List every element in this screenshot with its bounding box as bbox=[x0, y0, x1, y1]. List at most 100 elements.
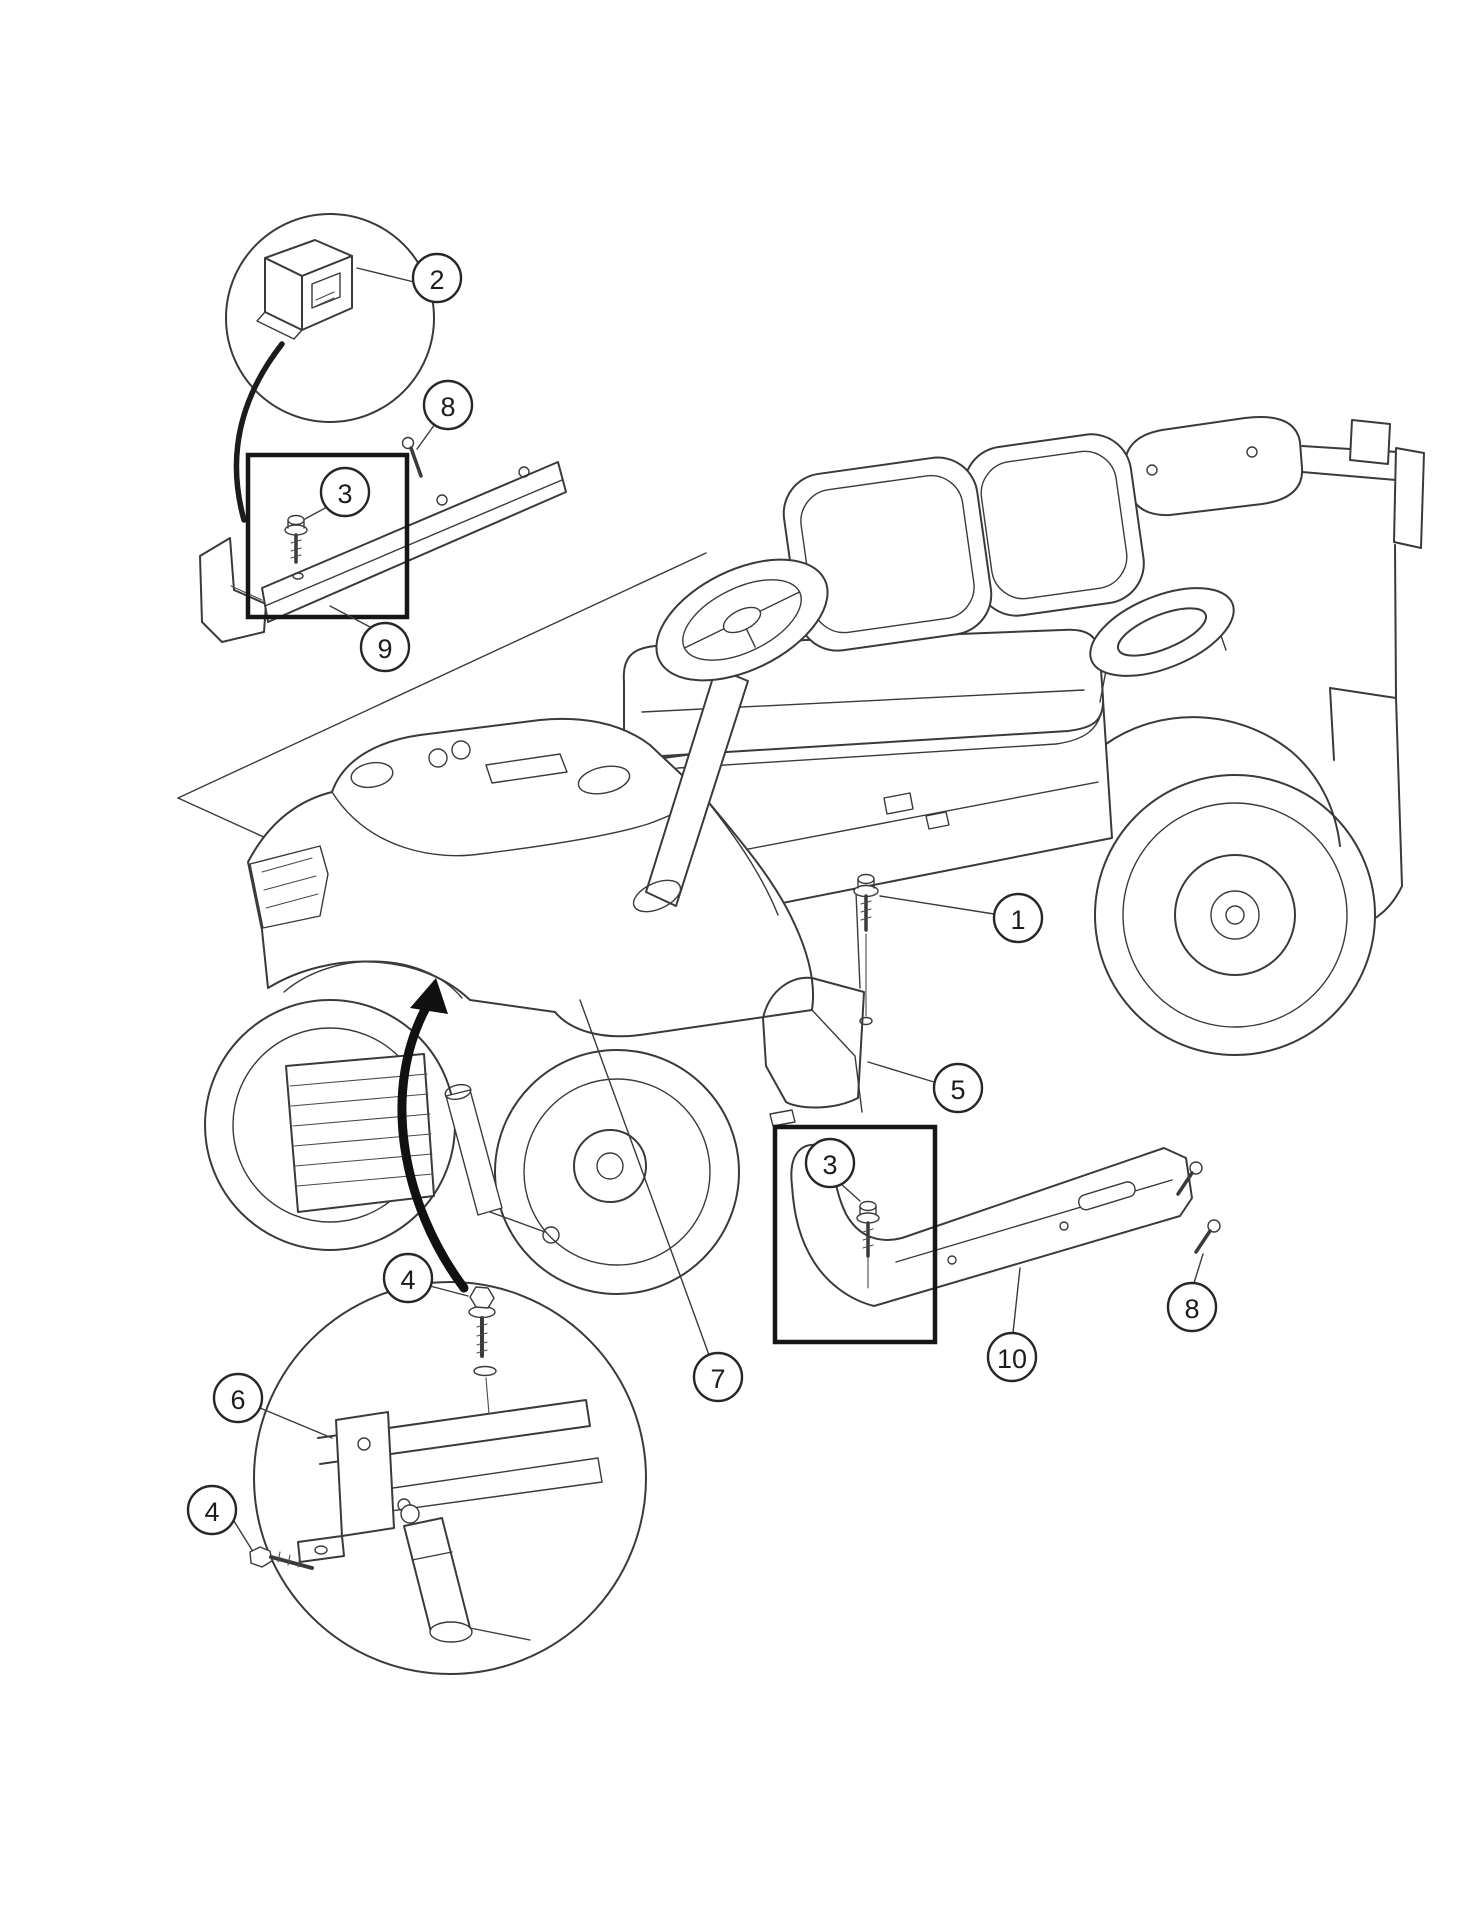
direction-arrow bbox=[397, 978, 469, 1293]
callout-2-badge bbox=[411, 252, 463, 304]
callout-5: 5 bbox=[867, 1061, 984, 1114]
callout-4-top: 4 bbox=[382, 1252, 469, 1304]
cup-holder bbox=[350, 761, 394, 789]
rocker-end-cap bbox=[199, 537, 267, 643]
detail-circle bbox=[253, 1281, 647, 1675]
callout-9: 9 bbox=[329, 605, 411, 673]
callouts: 2 8 3 9 1 5 3 bbox=[186, 252, 1218, 1551]
cup-holder bbox=[577, 765, 631, 795]
rear-guard bbox=[1123, 416, 1425, 549]
bolt-4-bottom bbox=[249, 1546, 314, 1570]
bolt-shank bbox=[269, 1555, 314, 1570]
callout-3-right: 3 bbox=[804, 1137, 861, 1202]
dash-front-edge bbox=[331, 791, 701, 857]
callout-2-label: 2 bbox=[429, 265, 444, 295]
headlight-pocket bbox=[249, 845, 329, 929]
steering-assembly bbox=[632, 558, 829, 913]
arrowhead-icon bbox=[410, 978, 448, 1014]
golf-ball-icon bbox=[428, 748, 448, 768]
callout-8-right-badge bbox=[1166, 1281, 1218, 1333]
callout-7: 7 bbox=[579, 999, 744, 1403]
hex-bolt-head bbox=[469, 1286, 495, 1309]
floorboard-sill bbox=[811, 1009, 863, 1113]
panel-screw-icon bbox=[436, 494, 448, 506]
bracket-hole bbox=[357, 1437, 371, 1451]
callout-7-badge bbox=[692, 1351, 744, 1403]
retainer-location-line bbox=[233, 341, 285, 523]
screw-hole bbox=[1059, 1221, 1069, 1231]
callout-4-top-label: 4 bbox=[400, 1265, 415, 1295]
shock-absorber bbox=[445, 1089, 503, 1216]
callout-6-label: 6 bbox=[230, 1385, 245, 1415]
callout-1: 1 bbox=[879, 892, 1044, 944]
screw-head bbox=[857, 873, 875, 885]
suspension-detail-circle bbox=[249, 1281, 647, 1675]
callout-6: 6 bbox=[212, 1372, 333, 1439]
callout-3-left-badge bbox=[319, 466, 371, 518]
panel-clip bbox=[769, 1109, 796, 1127]
brand-badge bbox=[1078, 1181, 1136, 1211]
detail-box-right bbox=[772, 1124, 938, 1345]
callout-8-right: 8 bbox=[1166, 1253, 1218, 1333]
callout-10: 10 bbox=[986, 1267, 1038, 1383]
panel-screw-icon bbox=[518, 466, 530, 478]
callout-2: 2 bbox=[356, 252, 463, 304]
clip-detail-circle bbox=[225, 213, 435, 523]
column-base bbox=[632, 879, 682, 913]
callout-8-top-label: 8 bbox=[440, 392, 455, 422]
rocker-panel-10-group bbox=[772, 1124, 1221, 1345]
callout-1-label: 1 bbox=[1010, 905, 1025, 935]
dash-tray-slot bbox=[485, 753, 568, 784]
callout-9-badge bbox=[359, 621, 411, 673]
callout-4-bottom-label: 4 bbox=[204, 1497, 219, 1527]
callout-10-label: 10 bbox=[997, 1344, 1027, 1374]
screw-3-right bbox=[856, 1200, 880, 1289]
callout-3-left: 3 bbox=[304, 466, 371, 520]
rocker-panel-9 bbox=[261, 461, 567, 623]
steering-column bbox=[645, 667, 749, 907]
shock-absorber-detail bbox=[400, 1504, 531, 1643]
screw-hole bbox=[947, 1255, 957, 1265]
screw-hole bbox=[292, 572, 304, 580]
callout-3-right-badge bbox=[804, 1137, 856, 1189]
callout-7-label: 7 bbox=[710, 1364, 725, 1394]
callout-8-top-badge bbox=[422, 379, 474, 431]
dash-tray bbox=[350, 740, 631, 795]
callout-3-left-label: 3 bbox=[337, 479, 352, 509]
steering-wheel bbox=[655, 558, 829, 682]
retainer-clip-2 bbox=[256, 239, 353, 340]
callout-4-bottom-badge bbox=[186, 1484, 238, 1536]
guard-bolt-icon bbox=[1246, 446, 1258, 458]
hip-restraint bbox=[1089, 587, 1235, 703]
bracket-hole bbox=[314, 1545, 328, 1555]
washer bbox=[473, 1365, 497, 1377]
callout-5-label: 5 bbox=[950, 1075, 965, 1105]
callout-4-top-badge bbox=[382, 1252, 434, 1304]
callout-3-right-label: 3 bbox=[822, 1150, 837, 1180]
bolt-4-top bbox=[468, 1286, 497, 1415]
callout-9-label: 9 bbox=[377, 634, 392, 664]
screws-8-right bbox=[1176, 1161, 1221, 1254]
screw-hole bbox=[859, 1016, 873, 1026]
front-cowl bbox=[247, 717, 815, 1038]
push-pin-8 bbox=[401, 436, 423, 478]
callout-4-bottom: 4 bbox=[186, 1484, 253, 1551]
callout-6-badge bbox=[212, 1372, 264, 1424]
cowl-side-crease bbox=[699, 791, 779, 916]
golf-ball-icon bbox=[451, 740, 471, 760]
callout-10-badge bbox=[986, 1331, 1038, 1383]
rear-body-corner bbox=[1329, 544, 1403, 929]
detail-box-left bbox=[245, 452, 410, 620]
seat-back-cushions bbox=[782, 433, 1145, 652]
screw-1 bbox=[853, 873, 879, 1026]
callout-5-badge bbox=[932, 1062, 984, 1114]
front-wheel-right bbox=[494, 1049, 740, 1295]
guard-bolt-icon bbox=[1146, 464, 1158, 476]
detail-circle bbox=[225, 213, 435, 423]
callout-8-right-label: 8 bbox=[1184, 1294, 1199, 1324]
callout-1-badge bbox=[992, 892, 1044, 944]
bracket-6 bbox=[297, 1411, 411, 1563]
rocker-panel-9-group bbox=[199, 452, 567, 643]
